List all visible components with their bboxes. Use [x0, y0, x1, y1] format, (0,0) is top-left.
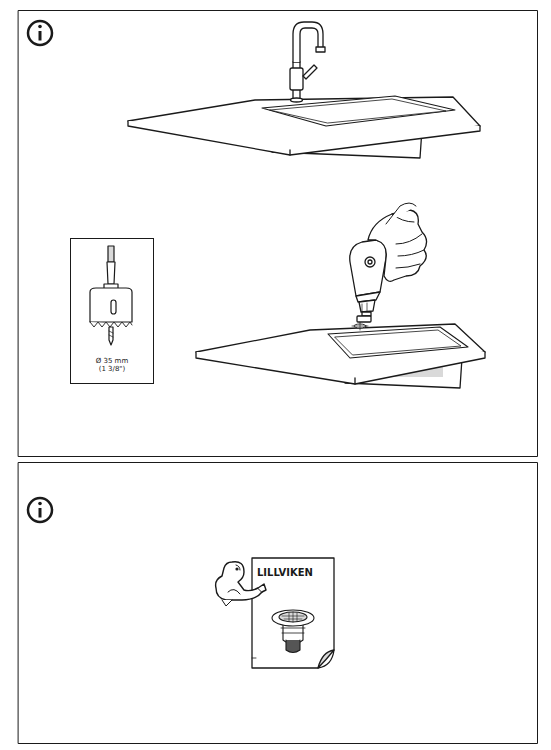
panel-frame	[19, 11, 538, 457]
hand	[368, 203, 427, 281]
booklet-title: LILLVIKEN	[257, 567, 313, 579]
dimension-label: Ø 35 mm	[96, 357, 129, 365]
dimension-inset: Ø 35 mm(1 3/8")	[70, 238, 154, 384]
drill	[350, 240, 387, 322]
strainer	[272, 610, 314, 653]
booklet-cover: LILLVIKEN	[252, 558, 334, 668]
countertop	[128, 96, 480, 158]
booklet	[252, 558, 334, 668]
panel-frame	[19, 463, 538, 744]
info-icon	[28, 498, 52, 522]
countertop	[196, 322, 485, 388]
faucet	[290, 22, 325, 102]
dimension-label: (1 3/8")	[99, 365, 126, 373]
info-icon	[28, 21, 52, 45]
hole-saw	[90, 246, 132, 345]
